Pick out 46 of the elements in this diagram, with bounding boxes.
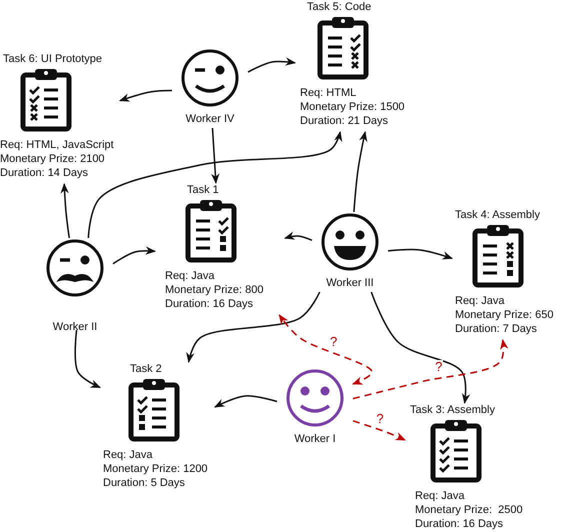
worker-name: Worker III [325,276,375,290]
task-detail: Req: Java [415,489,465,503]
task-title: Task 1 [187,183,219,197]
worker-name: Worker II [52,320,98,334]
arrow [211,128,220,184]
edge-label: ? [375,412,385,426]
arrow [370,292,470,404]
task-detail: Req: HTML [300,86,356,100]
arrow [74,330,101,388]
task-title: Task 4: Assembly [455,208,540,222]
task-detail: Duration: 16 Days [165,297,254,311]
task-title: Task 6: UI Prototype [3,52,102,66]
arrow [186,292,320,364]
arrow [353,130,368,212]
task-detail: Monetary Prize: 2500 [415,503,523,517]
arrow [284,232,312,241]
worker-name: Worker I [293,432,337,446]
task-detail: Duration: 16 Days [415,517,504,531]
task-detail: Req: Java [165,269,215,283]
task-detail: Duration: 5 Days [103,476,185,490]
arrow [88,130,342,238]
task-title: Task 3: Assembly [410,403,495,417]
task-detail: Duration: 21 Days [300,114,388,128]
arrow [112,246,156,264]
task-detail: Req: Java [455,294,505,308]
task-detail: Req: Java [103,448,153,462]
task-detail: Duration: 7 Days [455,322,537,336]
arrow [248,57,296,73]
arrow [60,182,70,238]
task-detail: Monetary Prize: 1500 [300,100,405,114]
task-detail: Monetary Prize: 800 [165,283,264,297]
dashed-arrow [278,314,373,385]
task-detail: Monetary Prize: 1200 [103,462,208,476]
task-title: Task 2 [130,362,162,376]
dashed-arrow [352,420,406,441]
task-detail: Monetary Prize: 650 [455,308,554,322]
worker-name: Worker IV [184,112,236,126]
task-title: Task 5: Code [307,0,372,14]
dashed-arrow [352,338,508,400]
task-detail: Monetary Prize: 2100 [0,152,105,166]
arrow [214,395,278,408]
arrow [388,248,453,260]
arrow [119,90,172,102]
task-detail: Duration: 14 Days [0,166,88,180]
edge-label: ? [328,334,338,349]
task-detail: Req: HTML, JavaScript [0,138,114,152]
